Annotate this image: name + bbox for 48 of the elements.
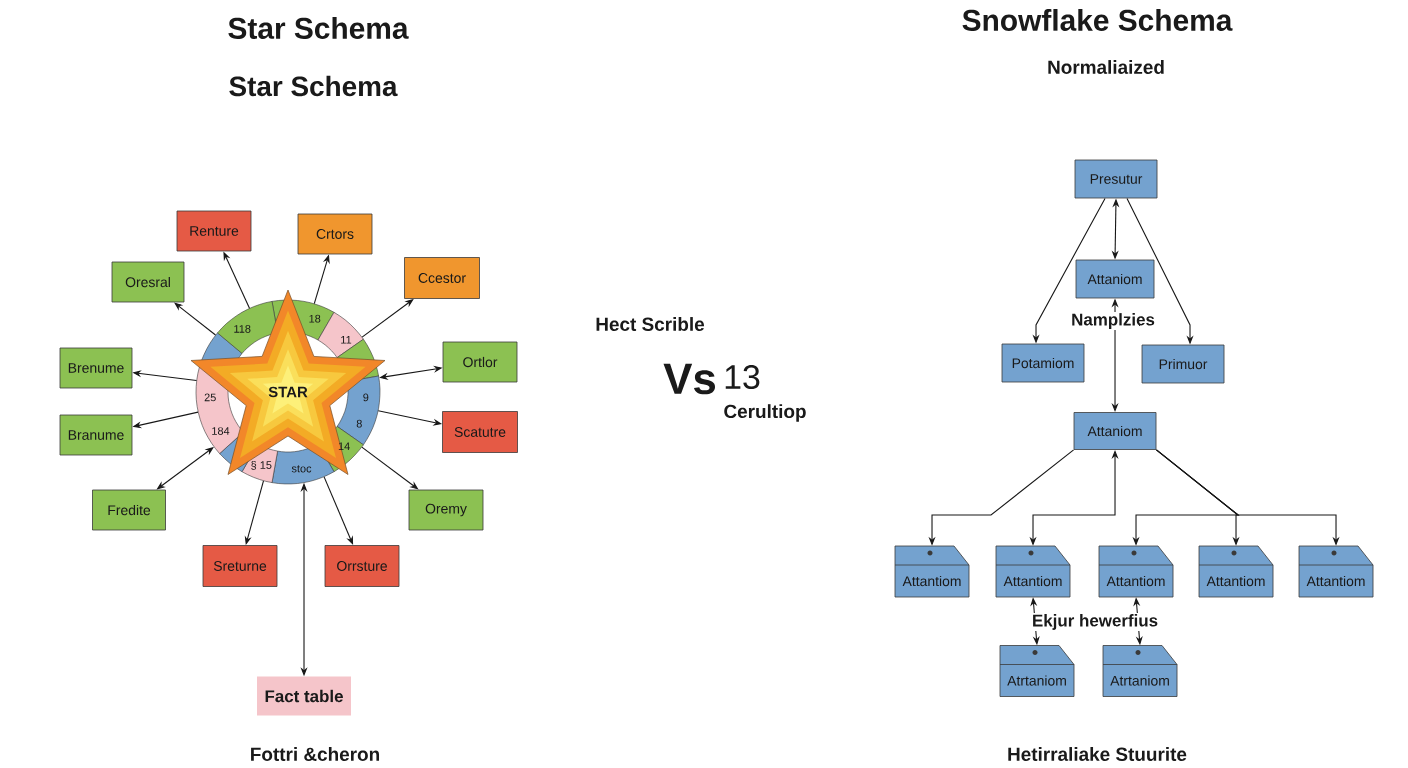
heading: Snowflake Schema bbox=[962, 9, 1233, 31]
text-label: Vs bbox=[663, 363, 715, 395]
table-box: Attantiom bbox=[894, 545, 970, 598]
segment-number: 11 bbox=[341, 336, 352, 344]
arrow bbox=[361, 446, 419, 490]
table-box: Attaniom bbox=[1073, 412, 1157, 450]
table-box: Ortlor bbox=[442, 341, 518, 383]
table-box: Atrtaniom bbox=[1102, 645, 1178, 697]
segment-number: 8 bbox=[356, 419, 362, 428]
text-label: Hect Scrible bbox=[596, 317, 705, 331]
title: Star Schema bbox=[228, 17, 409, 39]
segment-number: 14 bbox=[338, 442, 350, 450]
table-box: Potamiom bbox=[1001, 343, 1085, 383]
table-box: Attantiom bbox=[1298, 545, 1374, 598]
segment-number: 118 bbox=[234, 325, 251, 333]
text-label: Ekjur hewerfius bbox=[1030, 613, 1160, 631]
table-box: Atrtaniom bbox=[999, 645, 1075, 697]
segment-number: 18 bbox=[309, 314, 321, 323]
fact-table-box: Fact table bbox=[257, 676, 351, 716]
text-label: 13 bbox=[725, 365, 760, 389]
segment-number: § 15 bbox=[251, 460, 272, 470]
text-label: Cerultiop bbox=[724, 404, 806, 422]
text-label: Namplzies bbox=[1070, 312, 1156, 330]
table-box: Orrsture bbox=[324, 545, 400, 587]
subheading: Normaliaized bbox=[1048, 60, 1164, 74]
segment-number: 25 bbox=[204, 393, 216, 402]
table-box: Presutur bbox=[1074, 159, 1158, 199]
segment-number: 184 bbox=[212, 427, 230, 435]
table-box: Branume bbox=[59, 414, 133, 456]
table-box: Sreturne bbox=[202, 545, 278, 587]
table-box: Fredite bbox=[92, 489, 166, 531]
table-box: Renture bbox=[176, 210, 252, 252]
table-box: Oresral bbox=[111, 261, 185, 303]
segment-number: stoc bbox=[291, 465, 312, 473]
table-box: Oremy bbox=[408, 489, 484, 531]
table-box: Ccestor bbox=[404, 257, 480, 299]
table-box: Attantiom bbox=[1098, 545, 1174, 598]
table-box: Attantiom bbox=[995, 545, 1071, 598]
table-box: Brenume bbox=[59, 347, 133, 389]
caption: Fottri &cheron bbox=[251, 747, 379, 761]
table-box: Scatutre bbox=[442, 411, 518, 453]
table-box: Crtors bbox=[297, 213, 373, 255]
table-box: Attaniom bbox=[1075, 259, 1155, 299]
caption: Hetirraliake Stuurite bbox=[1008, 747, 1187, 761]
segment-number: 9 bbox=[363, 393, 369, 402]
table-box: Primuor bbox=[1141, 344, 1225, 384]
table-box: Attantiom bbox=[1198, 545, 1274, 598]
subheading: Star Schema bbox=[229, 75, 398, 97]
